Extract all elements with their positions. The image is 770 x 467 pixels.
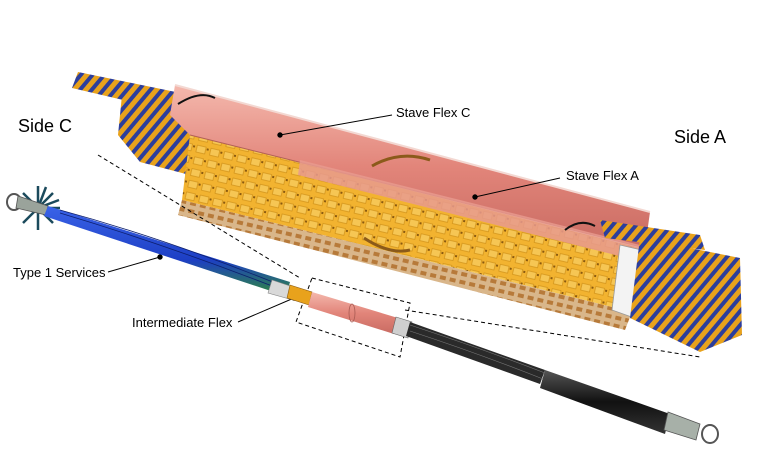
type1-services-label: Type 1 Services [13,265,106,280]
type1-services-cable [6,186,297,301]
leader-type1-services [107,256,161,273]
type1-bundle [44,206,290,296]
intermediate-flex-label: Intermediate Flex [132,315,233,330]
cable-loop-c [177,94,216,105]
stave-flex-c-label: Stave Flex C [396,105,471,120]
stave-modules [182,135,640,312]
side-a-label: Side A [674,127,727,147]
flex-tails-right-a [630,238,742,352]
stave-lower-modules [178,200,632,330]
stave-flex-a [298,160,660,265]
black-sleeve [540,370,670,434]
leader-stave-flex-c [279,114,393,136]
end-flange-a [701,424,719,444]
type1-black-bundle [406,322,719,444]
stave-barrel [72,72,742,352]
stave-flex-c [170,85,650,248]
side-c-label: Side C [18,116,73,136]
leader-stave-flex-a [474,177,561,198]
flex-tails-top-a [600,220,705,250]
support-hoop [371,154,431,168]
intermediate-flex-part [286,284,413,339]
intermediate-flex-tube [308,292,398,334]
cable-loop-a [564,221,596,231]
zoom-box [295,277,411,358]
stave-flex-a-label: Stave Flex A [566,168,639,183]
zoom-callout [97,154,701,358]
leader-intermediate-flex [237,297,295,323]
leader-lines [107,114,561,323]
